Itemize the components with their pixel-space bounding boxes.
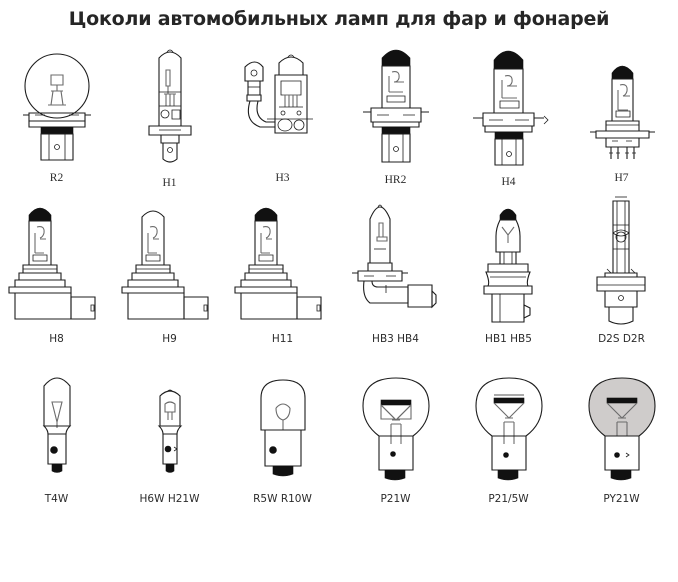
bulb-diagram-t4w [22, 351, 92, 487]
bulb-cell-h9[interactable]: H9 [113, 191, 226, 351]
bulb-label: H11 [271, 332, 294, 345]
page-title: Цоколи автомобильных ламп для фар и фона… [68, 8, 610, 30]
bulb-diagram-r5w-r10w [243, 351, 323, 487]
bulb-diagram-p21-5w [464, 351, 554, 487]
bulb-label: D2S D2R [598, 332, 645, 345]
bulb-label: R2 [49, 172, 64, 185]
bulb-diagram-hb1-hb5 [466, 191, 551, 327]
bulb-label: HB3 HB4 [372, 332, 419, 345]
bulb-label: H1 [162, 176, 177, 189]
bulb-label: R5W R10W [253, 492, 312, 505]
bulb-diagram-h8 [7, 191, 107, 327]
bulb-cell-h11[interactable]: H11 [226, 191, 339, 351]
bulb-diagram-h4 [461, 36, 556, 174]
bulb-diagram-py21w [577, 351, 667, 487]
bulb-cell-h8[interactable]: H8 [0, 191, 113, 351]
bulb-cell-hb3-hb4[interactable]: HB3 HB4 [339, 191, 452, 351]
bulb-diagram-h6w-h21w [135, 351, 205, 487]
bulb-label: H8 [49, 332, 64, 345]
bulb-cell-h4[interactable]: H4 [452, 36, 565, 191]
bulb-diagram-h9 [120, 191, 220, 327]
bulb-cell-p21w[interactable]: P21W [339, 351, 452, 511]
bulb-row: H8 H9 [0, 191, 678, 351]
bulb-cell-h3[interactable]: H3 [226, 36, 339, 191]
bulb-cell-h1[interactable]: H1 [113, 36, 226, 191]
bulb-label: H7 [614, 172, 629, 185]
bulb-cell-py21w[interactable]: PY21W [565, 351, 678, 511]
bulb-diagram-h3 [233, 36, 333, 167]
bulb-label: HR2 [384, 174, 407, 187]
bulb-diagram-hr2 [351, 36, 441, 171]
bulb-cell-t4w[interactable]: T4W [0, 351, 113, 511]
bulb-cell-d2s-d2r[interactable]: D2S D2R [565, 191, 678, 351]
bulb-label: H3 [275, 172, 290, 185]
bulb-diagram-r2 [15, 36, 99, 167]
bulb-label: T4W [44, 492, 69, 505]
bulb-cell-hr2[interactable]: HR2 [339, 36, 452, 191]
bulb-cell-r5w-r10w[interactable]: R5W R10W [226, 351, 339, 511]
bulb-label: H9 [162, 332, 177, 345]
bulb-diagram-hb3-hb4 [346, 191, 446, 327]
bulb-catalog-grid: R2 [0, 36, 678, 511]
bulb-diagram-h1 [139, 36, 201, 176]
bulb-label: P21W [380, 492, 411, 505]
bulb-label: H4 [501, 175, 516, 188]
bulb-cell-r2[interactable]: R2 [0, 36, 113, 191]
bulb-diagram-h11 [233, 191, 333, 327]
bulb-row: R2 [0, 36, 678, 191]
bulb-diagram-p21w [351, 351, 441, 487]
bulb-cell-p21-5w[interactable]: P21/5W [452, 351, 565, 511]
bulb-label: H6W H21W [139, 492, 200, 505]
bulb-cell-h7[interactable]: H7 [565, 36, 678, 191]
bulb-diagram-d2s-d2r [579, 191, 664, 327]
bulb-label: PY21W [603, 492, 640, 505]
bulb-diagram-h7 [582, 36, 662, 167]
bulb-label: HB1 HB5 [485, 332, 532, 345]
bulb-cell-hb1-hb5[interactable]: HB1 HB5 [452, 191, 565, 351]
bulb-cell-h6w-h21w[interactable]: H6W H21W [113, 351, 226, 511]
bulb-row: T4W H6W H21W [0, 351, 678, 511]
bulb-label: P21/5W [488, 492, 529, 505]
